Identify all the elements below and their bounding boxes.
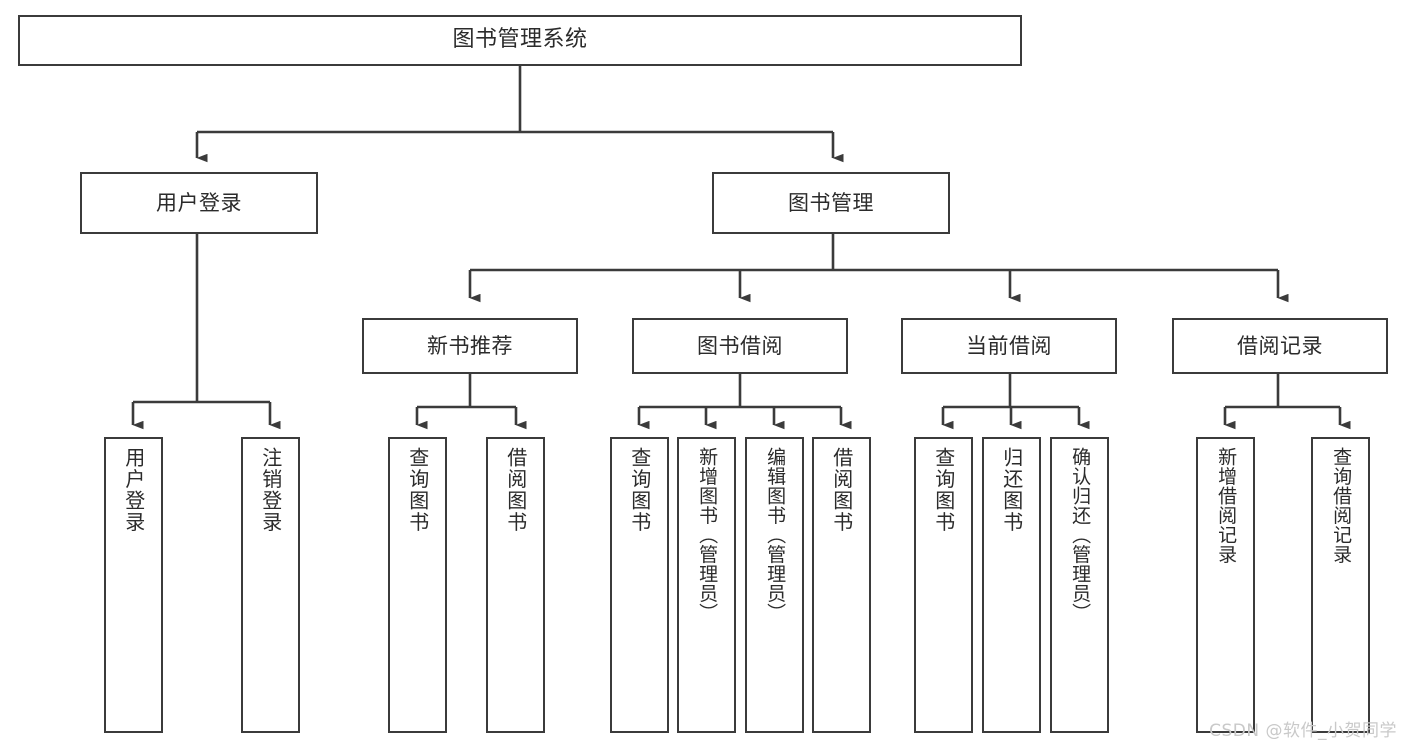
csdn-watermark: CSDN @软件_小贺同学 — [1209, 721, 1397, 741]
node-new-book-recommend[interactable]: 新书推荐 — [362, 318, 578, 374]
node-leaf-user-login[interactable]: 用户登录 — [104, 437, 163, 733]
node-leaf-borrow-book[interactable]: 借阅图书 — [812, 437, 871, 733]
node-borrow-record[interactable]: 借阅记录 — [1172, 318, 1388, 374]
node-leaf-query-book-current[interactable]: 查询图书 — [914, 437, 973, 733]
node-current-borrow[interactable]: 当前借阅 — [901, 318, 1117, 374]
node-leaf-query-book-recommend[interactable]: 查询图书 — [388, 437, 447, 733]
node-label: 查询图书 — [931, 447, 956, 533]
node-label: 新书推荐 — [427, 333, 513, 358]
node-label: 图书借阅 — [697, 333, 783, 358]
node-leaf-query-borrow-record[interactable]: 查询借阅记录 — [1311, 437, 1370, 733]
node-label: 借阅图书 — [503, 447, 528, 533]
node-label: 新增图书（管理员） — [696, 447, 719, 623]
node-label: 查询图书 — [405, 447, 430, 533]
node-label: 当前借阅 — [966, 333, 1052, 358]
node-book-management[interactable]: 图书管理 — [712, 172, 950, 234]
node-label: 注销登录 — [258, 447, 283, 533]
node-label: 查询图书 — [627, 447, 652, 533]
node-label: 用户登录 — [156, 190, 242, 215]
node-book-borrow[interactable]: 图书借阅 — [632, 318, 848, 374]
node-leaf-query-book-borrow[interactable]: 查询图书 — [610, 437, 669, 733]
node-label: 新增借阅记录 — [1215, 447, 1238, 564]
node-label: 用户登录 — [121, 447, 146, 533]
node-label: 借阅图书 — [829, 447, 854, 533]
node-label: 归还图书 — [999, 447, 1024, 533]
node-label: 查询借阅记录 — [1330, 447, 1353, 564]
node-user-login[interactable]: 用户登录 — [80, 172, 318, 234]
node-label: 确认归还（管理员） — [1069, 447, 1092, 623]
node-label: 借阅记录 — [1237, 333, 1323, 358]
node-leaf-add-book-admin[interactable]: 新增图书（管理员） — [677, 437, 736, 733]
node-leaf-add-borrow-record[interactable]: 新增借阅记录 — [1196, 437, 1255, 733]
node-label: 图书管理系统 — [452, 27, 588, 53]
node-label: 图书管理 — [788, 190, 874, 215]
node-leaf-borrow-book-recommend[interactable]: 借阅图书 — [486, 437, 545, 733]
node-leaf-logout[interactable]: 注销登录 — [241, 437, 300, 733]
node-leaf-return-book[interactable]: 归还图书 — [982, 437, 1041, 733]
node-label: 编辑图书（管理员） — [764, 447, 787, 623]
node-leaf-edit-book-admin[interactable]: 编辑图书（管理员） — [745, 437, 804, 733]
node-root-book-management-system[interactable]: 图书管理系统 — [18, 15, 1022, 66]
node-leaf-confirm-return-admin[interactable]: 确认归还（管理员） — [1050, 437, 1109, 733]
